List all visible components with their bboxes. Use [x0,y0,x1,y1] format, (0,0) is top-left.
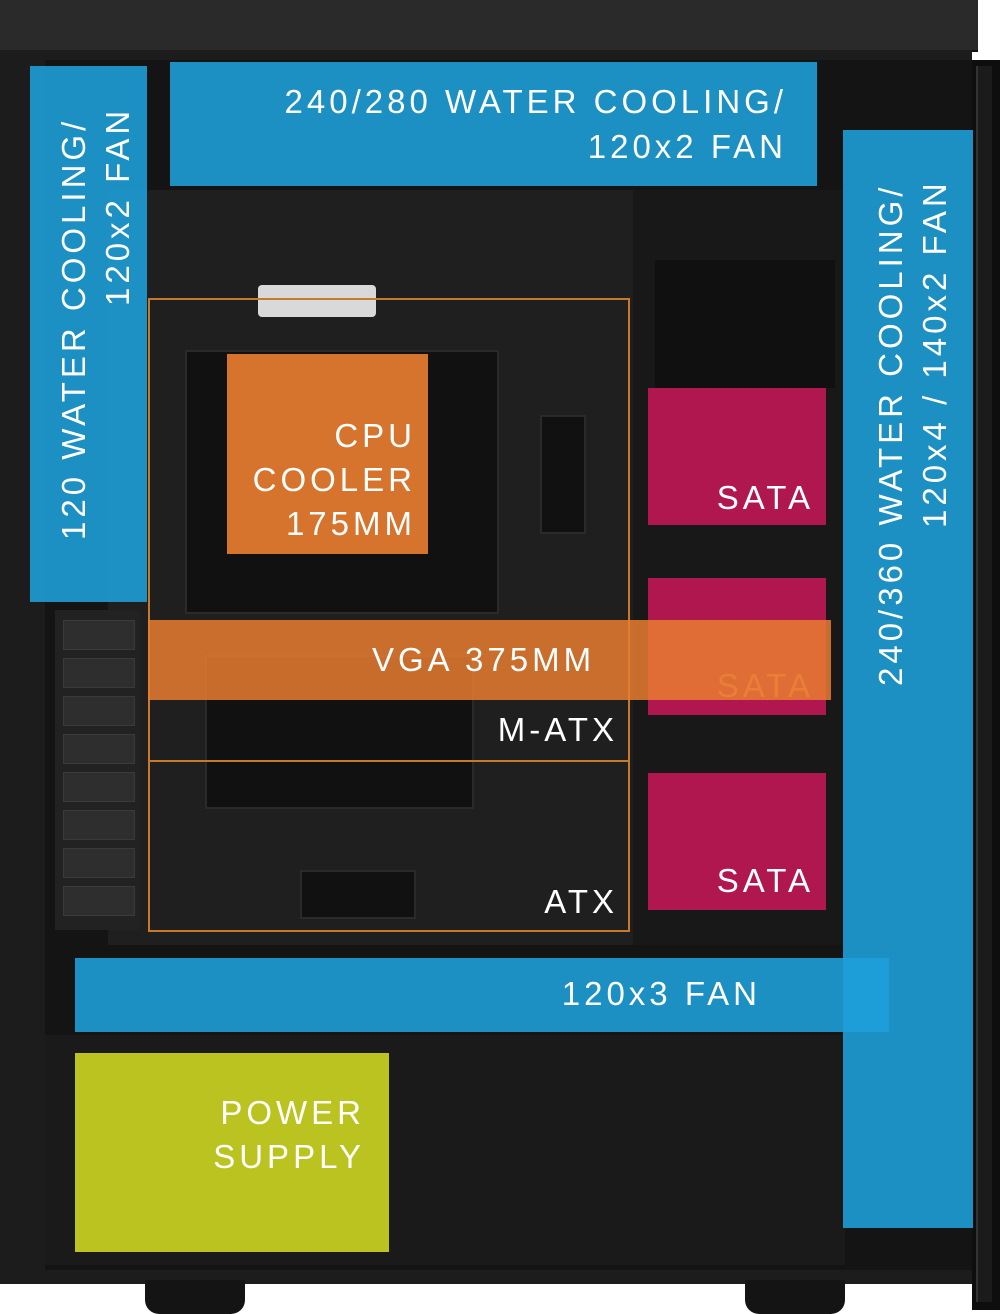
bottom-fans-label: 120x3 FAN [561,975,761,1012]
slot-cover [63,734,135,764]
cable-grommet-bottom [300,870,416,919]
case-foot-right [745,1280,845,1314]
top-radiator-line1: 240/280 WATER COOLING/ [284,83,787,120]
slot-cover [63,658,135,688]
sata-drive-3: SATA [648,773,826,910]
vga-zone: VGA 375MM [148,620,831,700]
slot-cover [63,772,135,802]
sata-label: SATA [716,862,814,899]
psu-line1: POWER [220,1094,365,1131]
slot-cover [63,848,135,878]
case-top-panel [0,0,978,52]
cable-grommet [540,415,586,534]
front-panel-glass [976,66,992,1302]
sata-drive-1: SATA [648,388,826,525]
slot-cover [63,886,135,916]
rear-radiator-line1: 120 WATER COOLING/ [55,117,92,540]
cpu-cooler-line3: 175MM [285,505,416,542]
sata-label: SATA [716,479,814,516]
power-supply-zone: POWER SUPPLY [75,1053,389,1252]
bottom-fans-zone: 120x3 FAN [75,958,889,1032]
cpu-cooler-line2: COOLER [252,461,416,498]
drive-cage [655,260,835,388]
front-radiator-zone: 240/360 WATER COOLING/ 120x4 / 140x2 FAN [843,130,973,1228]
top-radiator-zone: 240/280 WATER COOLING/ 120x2 FAN [170,62,817,186]
psu-line2: SUPPLY [213,1138,365,1175]
vga-label: VGA 375MM [372,641,596,678]
matx-label: M-ATX [497,711,618,748]
matx-outline [148,298,630,762]
atx-label: ATX [544,883,618,920]
front-radiator-line2: 120x4 / 140x2 FAN [916,179,953,528]
rear-radiator-line2: 120x2 FAN [99,106,136,306]
expansion-slots [55,610,140,930]
cpu-cooler-line1: CPU [334,417,416,454]
case-foot-left [145,1280,245,1314]
top-radiator-line2: 120x2 FAN [587,128,787,165]
slot-cover [63,620,135,650]
slot-cover [63,696,135,726]
slot-cover [63,810,135,840]
cpu-cooler-zone: CPU COOLER 175MM [227,354,428,554]
rear-radiator-zone: 120 WATER COOLING/ 120x2 FAN [30,66,147,602]
front-radiator-line1: 240/360 WATER COOLING/ [872,183,909,686]
cable-clip [258,285,376,317]
